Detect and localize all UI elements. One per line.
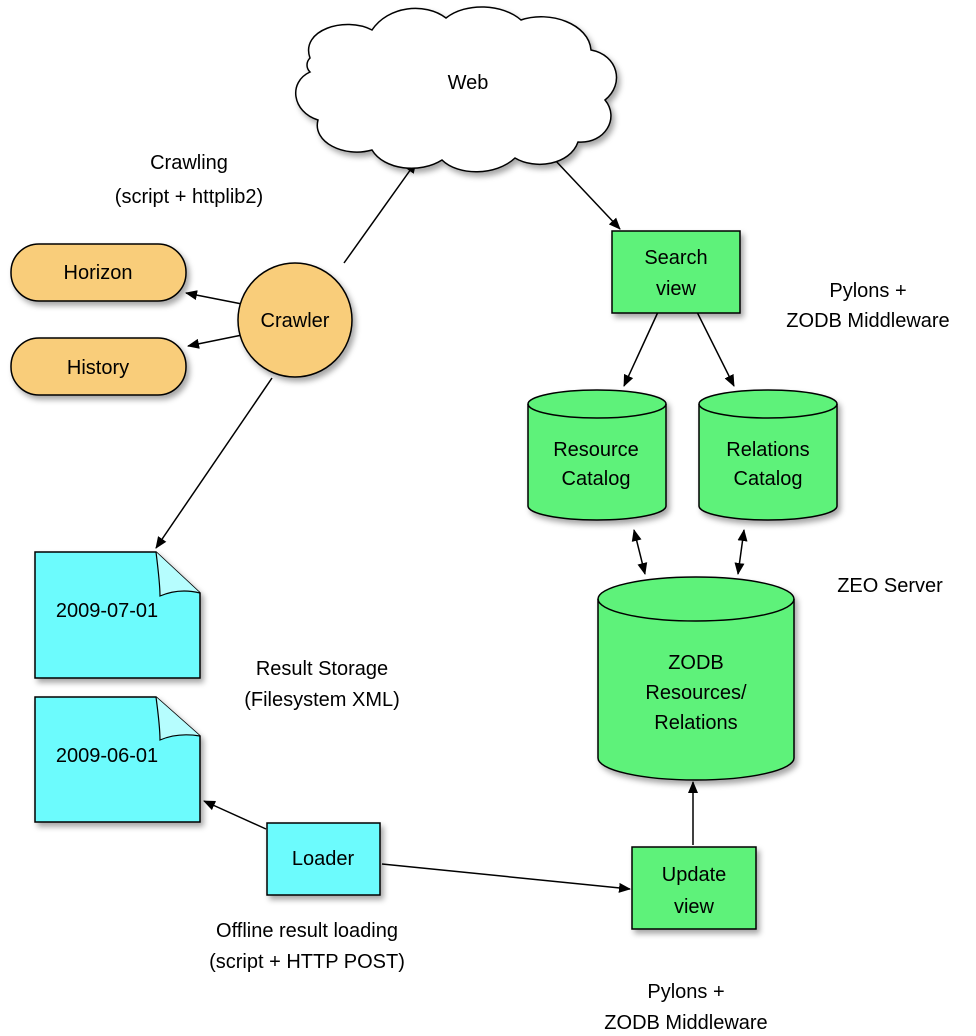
zodb-shape (597, 576, 795, 781)
edge-crawler-to-history (187, 333, 248, 349)
pylons-top-annotation: Pylons + (829, 280, 906, 302)
update-view-label: Update (662, 864, 727, 886)
resource-catalog-shape (527, 389, 667, 521)
edge-resource-catalog-zodb (631, 529, 648, 575)
update-view-shape (631, 846, 757, 930)
edge-relations-catalog-zodb (734, 529, 748, 575)
edge-crawler-to-web (343, 161, 417, 264)
pylons-bottom-annotation-detail: ZODB Middleware (604, 1012, 767, 1034)
relations-catalog-label-2: Catalog (734, 468, 803, 490)
result-file-2: 2009-06-01 (34, 696, 201, 823)
file-2-label: 2009-06-01 (56, 745, 158, 767)
zodb-label-3: Relations (654, 712, 737, 734)
zodb-node: ZODB Resources/ Relations (597, 576, 795, 781)
edge-search-view-to-resource-catalog (623, 311, 659, 387)
horizon-label: Horizon (64, 262, 133, 284)
offline-loading-annotation: Offline result loading (216, 920, 398, 942)
pylons-top-annotation-detail: ZODB Middleware (786, 310, 949, 332)
result-storage-annotation: Result Storage (256, 658, 388, 680)
edge-loader-to-update-view (381, 863, 631, 893)
horizon-shape (10, 243, 187, 302)
zodb-label: ZODB (668, 652, 724, 674)
offline-loading-annotation-detail: (script + HTTP POST) (209, 951, 405, 973)
zodb-label-2: Resources/ (645, 682, 747, 704)
edge-search-view-to-relations-catalog (696, 311, 735, 387)
crawler-label: Crawler (261, 310, 330, 332)
search-view-label: Search (644, 247, 707, 269)
result-storage-annotation-detail: (Filesystem XML) (244, 689, 400, 711)
crawler-shape (237, 262, 353, 378)
update-view-label-2: view (674, 896, 715, 918)
loader-node: Loader (266, 822, 381, 896)
file-1-shape (34, 551, 201, 679)
search-view-label-2: view (656, 278, 697, 300)
crawling-annotation: Crawling (150, 152, 228, 174)
relations-catalog-rim (698, 403, 838, 419)
resource-catalog-label-2: Catalog (562, 468, 631, 490)
edge-crawler-to-file-1 (155, 377, 273, 549)
crawling-annotation-detail: (script + httplib2) (115, 186, 263, 208)
horizon-node: Horizon (10, 243, 187, 302)
file-2-shape (34, 696, 201, 823)
update-view-node: Update view (631, 846, 757, 930)
web-cloud: Web (295, 6, 618, 173)
history-label: History (67, 357, 129, 379)
relations-catalog-label: Relations (726, 439, 809, 461)
search-view-shape (611, 230, 741, 314)
cloud-shape (295, 6, 618, 173)
search-view-node: Search view (611, 230, 741, 314)
history-node: History (10, 337, 187, 396)
loader-shape (266, 822, 381, 896)
loader-label: Loader (292, 848, 355, 870)
edge-crawler-to-horizon (185, 290, 243, 305)
web-label: Web (448, 72, 489, 94)
relations-catalog-shape (698, 389, 838, 521)
resource-catalog-rim (527, 403, 667, 419)
crawler-node: Crawler (237, 262, 353, 378)
file-2-fold (155, 696, 201, 741)
result-file-1: 2009-07-01 (34, 551, 201, 679)
pylons-bottom-annotation: Pylons + (647, 981, 724, 1003)
edge-loader-to-file-2 (203, 800, 267, 830)
relations-catalog-node: Relations Catalog (698, 389, 838, 521)
resource-catalog-node: Resource Catalog (527, 389, 667, 521)
file-1-label: 2009-07-01 (56, 600, 158, 622)
resource-catalog-label: Resource (553, 439, 639, 461)
zeo-server-annotation: ZEO Server (837, 575, 943, 597)
file-1-fold (155, 551, 201, 597)
zodb-rim (597, 598, 795, 622)
history-shape (10, 337, 187, 396)
